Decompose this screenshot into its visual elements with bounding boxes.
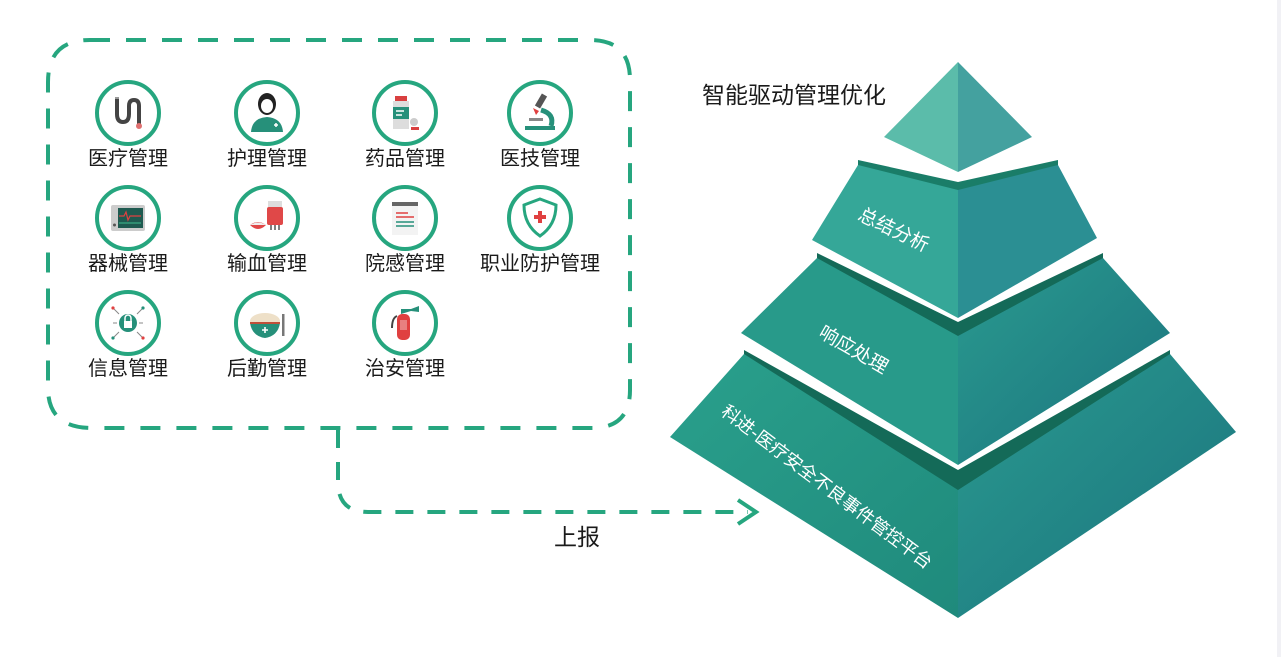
module-security[interactable]: 治安管理 xyxy=(340,290,470,380)
module-pharmacy[interactable]: 药品管理 xyxy=(340,80,470,170)
pyramid-top xyxy=(884,62,1032,172)
module-medical[interactable]: 医疗管理 xyxy=(63,80,193,170)
blood-bag-icon xyxy=(234,185,300,251)
module-information[interactable]: 信息管理 xyxy=(63,290,193,380)
pyramid-tier-analysis xyxy=(812,160,1097,318)
module-label: 医疗管理 xyxy=(88,146,168,170)
module-label: 后勤管理 xyxy=(227,356,307,380)
medicine-bottle-icon xyxy=(372,80,438,146)
module-label: 器械管理 xyxy=(88,251,168,275)
pyramid-tier-response xyxy=(741,253,1170,465)
clipboard-icon xyxy=(372,185,438,251)
lock-circuit-icon xyxy=(95,290,161,356)
pyramid-top-title: 智能驱动管理优化 xyxy=(702,83,886,109)
report-label: 上报 xyxy=(554,525,600,551)
module-label: 信息管理 xyxy=(88,356,168,380)
modules-dashed-frame xyxy=(46,38,632,430)
stethoscope-icon xyxy=(95,80,161,146)
nurse-icon xyxy=(234,80,300,146)
monitor-device-icon xyxy=(95,185,161,251)
report-arrow-head-icon xyxy=(736,498,760,526)
module-label: 护理管理 xyxy=(227,146,307,170)
microscope-icon xyxy=(507,80,573,146)
shield-cross-icon xyxy=(507,185,573,251)
module-label: 药品管理 xyxy=(365,146,445,170)
module-equipment[interactable]: 器械管理 xyxy=(63,185,193,275)
module-infection[interactable]: 院感管理 xyxy=(340,185,470,275)
module-occupational-protection[interactable]: 职业防护管理 xyxy=(475,185,605,275)
module-label: 输血管理 xyxy=(227,251,307,275)
module-label: 职业防护管理 xyxy=(480,251,600,275)
module-label: 院感管理 xyxy=(365,251,445,275)
module-label: 医技管理 xyxy=(500,146,580,170)
fire-extinguisher-icon xyxy=(372,290,438,356)
module-nursing[interactable]: 护理管理 xyxy=(202,80,332,170)
food-bowl-icon xyxy=(234,290,300,356)
module-medtech[interactable]: 医技管理 xyxy=(475,80,605,170)
scroll-edge xyxy=(1277,0,1281,657)
module-logistics[interactable]: 后勤管理 xyxy=(202,290,332,380)
module-label: 治安管理 xyxy=(365,356,445,380)
pyramid-tier-base xyxy=(670,350,1236,618)
report-connector-line xyxy=(336,430,748,514)
module-transfusion[interactable]: 输血管理 xyxy=(202,185,332,275)
